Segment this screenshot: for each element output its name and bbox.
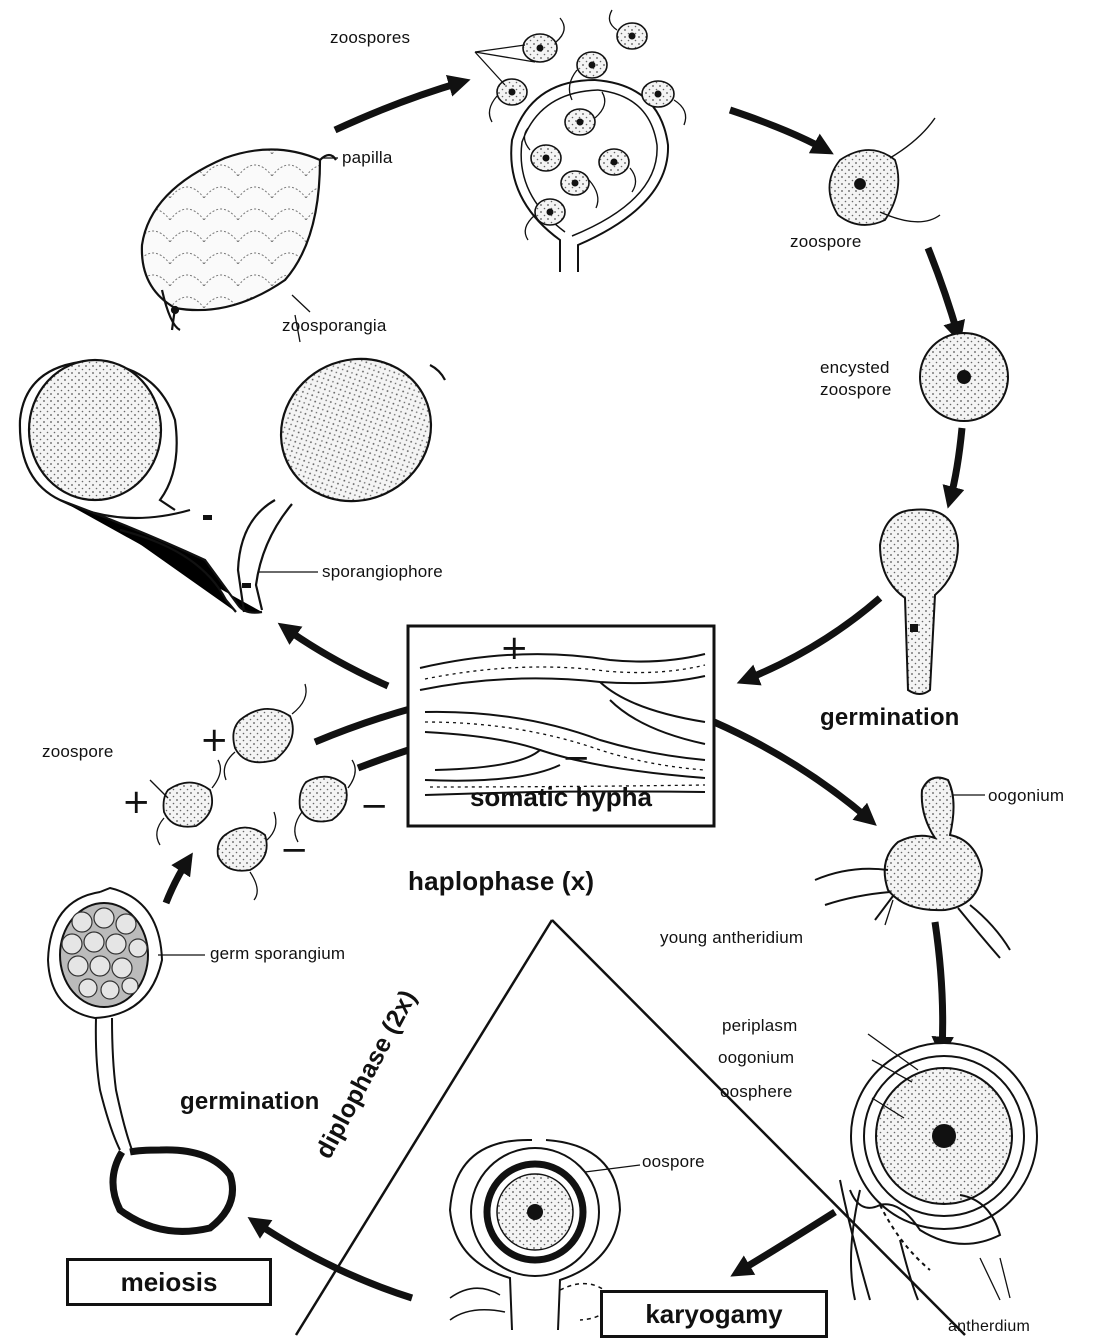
arrow-to-oosphere (935, 922, 943, 1050)
label-young-antheridium: young antheridium (660, 928, 803, 948)
label-zoosporangia: zoosporangia (282, 316, 386, 336)
label-zoospores: zoospores (330, 28, 410, 48)
arrow-to-sporangiophore (285, 628, 388, 686)
label-oogonium-top: oogonium (988, 786, 1064, 806)
label-antherdium: antherdium (948, 1318, 1030, 1336)
label-papilla: papilla (342, 148, 393, 168)
label-oosphere: oosphere (720, 1082, 793, 1102)
oosphere-in-oogonium (840, 1043, 1037, 1300)
label-zoospore-left: zoospore (42, 742, 114, 762)
label-germination-right: germination (820, 704, 960, 732)
germinating-zoospore (880, 509, 958, 694)
zoospores-group (475, 10, 686, 240)
arrow-to-karyogamy (738, 1212, 835, 1272)
label-oogonium-mid: oogonium (718, 1048, 794, 1068)
label-encysted: encysted (820, 358, 890, 378)
label-germ-sporangium: germ sporangium (210, 944, 345, 964)
arrow-to-zoospores (335, 82, 462, 130)
arrow-to-germination (950, 428, 962, 500)
label-oospore: oospore (642, 1152, 705, 1172)
karyogamy-box: karyogamy (600, 1290, 828, 1338)
germ-sporangium (48, 888, 233, 1231)
oogonium-young-antheridium (815, 778, 1010, 958)
minus-sign-hypha: − (562, 738, 591, 778)
minus-sign-lower-zoospore: − (280, 830, 309, 870)
label-zoospore-top: zoospore (790, 232, 862, 252)
somatic-hypha-label: somatic hypha (418, 778, 704, 816)
label-sporangiophore: sporangiophore (322, 562, 443, 582)
minus-sign-right-zoospore: − (360, 786, 389, 826)
arrow-to-somatic-hypha (745, 598, 880, 680)
arrow-to-zoospores-left (166, 860, 188, 903)
arrow-to-zoospore (730, 110, 826, 150)
single-zoospore (829, 118, 940, 225)
arrow-to-oogonium (714, 722, 870, 820)
encysted-zoospore (920, 333, 1008, 421)
arrow-to-encysted (928, 248, 958, 335)
label-germination-left: germination (180, 1088, 320, 1116)
plus-sign-upper-zoospore: + (200, 720, 229, 760)
label-encysted-zoospore: zoospore (820, 380, 892, 400)
meiosis-box: meiosis (66, 1258, 272, 1306)
papilla-sporangium (142, 149, 336, 330)
plus-sign-lower-zoospore: + (122, 782, 151, 822)
sporangium-releasing-zoospores (511, 80, 668, 272)
plus-sign-hypha: + (500, 628, 529, 668)
arrow-to-germination-left (255, 1222, 412, 1298)
label-periplasm: periplasm (722, 1016, 798, 1036)
label-haplophase: haplophase (x) (408, 866, 594, 897)
